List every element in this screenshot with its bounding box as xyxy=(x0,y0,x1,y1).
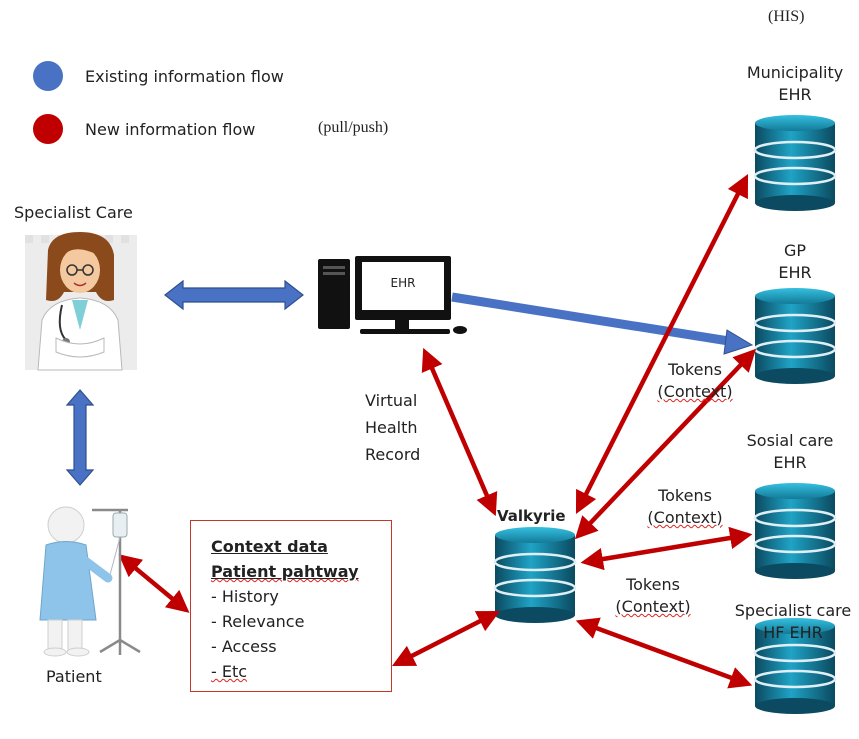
specialist-care-label: Specialist Care xyxy=(14,203,133,222)
virtual-health-record-label: Virtual Health Record xyxy=(365,391,421,464)
his-label: (HIS) xyxy=(768,8,805,25)
tokens-label-gp: Tokens(Context) xyxy=(657,360,733,401)
patient-label: Patient xyxy=(46,667,102,686)
doctor-icon xyxy=(25,232,137,371)
new-flow-legend-label: New information flow xyxy=(85,120,256,139)
tokens-label-social: Tokens(Context) xyxy=(647,486,723,527)
social-care-database-icon xyxy=(753,481,837,581)
new-flow-arrows xyxy=(118,173,757,689)
ehr-screen-label: EHR xyxy=(390,276,416,290)
new-flow-legend-suffix: (pull/push) xyxy=(318,119,389,136)
patient-pathway-title: Patient pahtway xyxy=(211,562,359,581)
specialist-ehr-arrow xyxy=(164,279,304,311)
valkyrie-database-icon xyxy=(493,525,577,625)
valkyrie-label: Valkyrie xyxy=(497,507,566,525)
context-item-relevance: - Relevance xyxy=(211,612,305,631)
context-item-history: - History xyxy=(211,587,279,606)
specialist-patient-arrow xyxy=(65,389,95,486)
computer-icon xyxy=(318,256,467,334)
patient-icon xyxy=(39,506,141,657)
gp-database-icon xyxy=(753,286,837,386)
context-data-title: Context data xyxy=(211,537,328,556)
new-flow-legend-icon xyxy=(33,114,63,144)
existing-flow-legend-icon xyxy=(33,61,63,91)
context-item-access: - Access xyxy=(211,637,277,656)
tokens-label-specialist: Tokens(Context) xyxy=(615,575,691,616)
context-item-etc: - Etc xyxy=(211,662,248,681)
municipality-database-icon xyxy=(753,113,837,213)
existing-flow-legend-label: Existing information flow xyxy=(85,67,284,86)
context-data-box: Context data Patient pahtway - History -… xyxy=(190,520,392,692)
